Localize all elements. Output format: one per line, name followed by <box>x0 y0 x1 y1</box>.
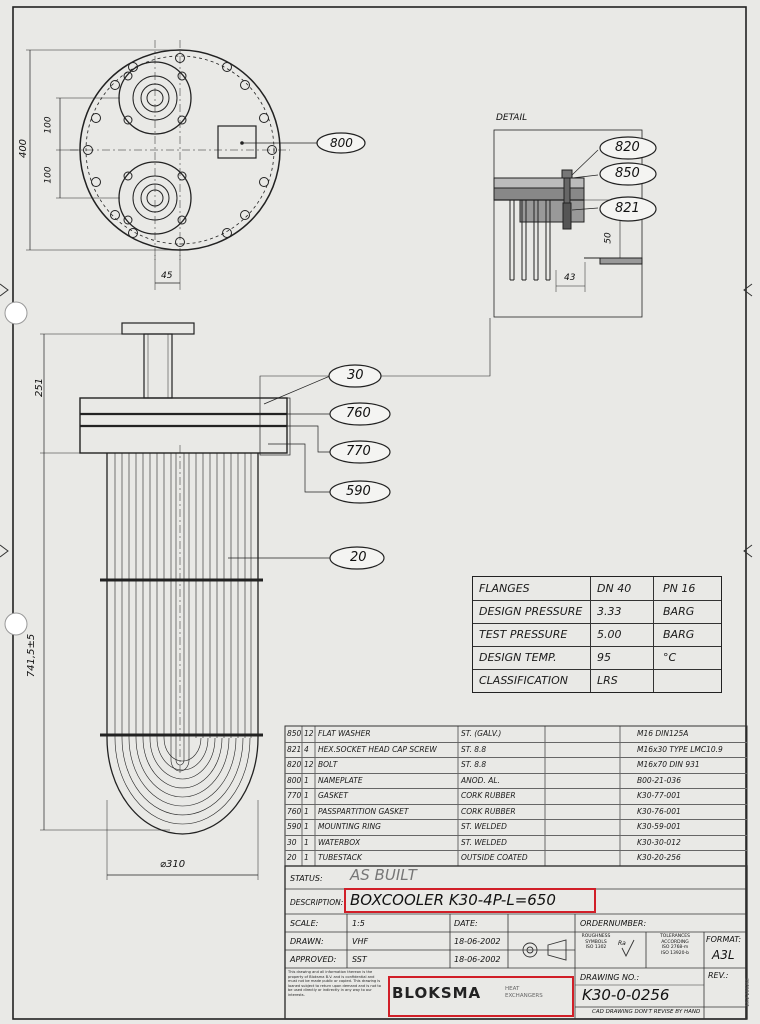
top-view <box>26 40 318 290</box>
callout-820: 820 <box>615 140 640 155</box>
dim-diameter: ⌀310 <box>160 859 186 870</box>
status-value: AS BUILT <box>350 866 417 884</box>
approved-label: APPROVED: <box>290 955 337 964</box>
format-value: A3L <box>712 948 735 962</box>
scale-value: 1:5 <box>352 919 365 928</box>
callout-30: 30 <box>347 368 364 383</box>
dim-flange-offset: 45 <box>161 271 173 281</box>
drawn-label: DRAWN: <box>290 937 324 946</box>
approved-value: SST <box>352 955 367 964</box>
callout-balloon <box>329 440 391 464</box>
callout-balloons <box>316 132 657 570</box>
drawn-date: 18-06-2002 <box>454 937 501 946</box>
callout-760: 760 <box>346 406 371 421</box>
callout-balloon <box>329 546 385 570</box>
scale-label: SCALE: <box>290 919 319 928</box>
tables-grid <box>284 725 748 1020</box>
callout-balloon <box>316 132 366 154</box>
ra-label: Ra <box>618 940 626 947</box>
dim-detail-vertical: 50 <box>603 232 614 244</box>
dim-flange-upper: 100 <box>43 116 54 134</box>
dim-flange-lower: 100 <box>43 166 54 184</box>
description-highlight <box>344 888 596 913</box>
side-note: 13.2 20025E <box>745 978 751 1007</box>
callout-850: 850 <box>615 166 640 181</box>
cad-note: CAD DRAWING DON'T REVISE BY HAND <box>592 1009 701 1015</box>
callout-20: 20 <box>350 550 367 565</box>
status-label: STATUS: <box>290 874 323 883</box>
fold-mark <box>743 283 753 297</box>
spec-row: DESIGN TEMP.95°C <box>473 646 721 670</box>
format-label: FORMAT: <box>706 935 742 944</box>
dim-box-height: 251 <box>34 377 46 398</box>
callout-590: 590 <box>346 484 371 499</box>
logo-highlight <box>388 976 574 1017</box>
fold-mark <box>743 544 753 558</box>
callout-balloon <box>329 480 391 504</box>
callout-balloon <box>599 162 657 186</box>
callout-821: 821 <box>615 201 640 216</box>
detail-label: DETAIL <box>496 113 528 123</box>
callout-770: 770 <box>346 444 371 459</box>
drawing-no-value: K30-0-0256 <box>582 986 670 1004</box>
detail-view <box>493 129 643 318</box>
callout-800: 800 <box>330 136 353 150</box>
date-label: DATE: <box>454 919 478 928</box>
binder-hole <box>4 301 28 325</box>
dim-tube-length: 741,5±5 <box>26 633 38 678</box>
rev-label: REV.: <box>708 971 729 980</box>
fold-mark <box>0 544 9 558</box>
drawing-no-label: DRAWING NO.: <box>580 973 640 982</box>
drawn-value: VHF <box>352 937 369 946</box>
callout-balloon <box>599 196 657 222</box>
callout-balloon <box>328 364 382 388</box>
dim-top-height: 400 <box>18 138 30 159</box>
description-value: BOXCOOLER K30-4P-L=650 <box>350 891 556 909</box>
company-logo: BLOKSMA <box>392 984 482 1002</box>
callout-balloon <box>329 402 391 426</box>
description-label: DESCRIPTION: <box>290 898 344 907</box>
ordernumber-label: ORDERNUMBER: <box>580 919 647 928</box>
front-view <box>40 318 491 880</box>
fold-mark <box>0 283 9 297</box>
callout-balloon <box>599 136 657 160</box>
disclaimer: This drawing and all information thereon… <box>288 970 381 997</box>
binder-hole <box>4 612 28 636</box>
approved-date: 18-06-2002 <box>454 955 501 964</box>
dim-detail-horizontal: 43 <box>564 273 576 283</box>
